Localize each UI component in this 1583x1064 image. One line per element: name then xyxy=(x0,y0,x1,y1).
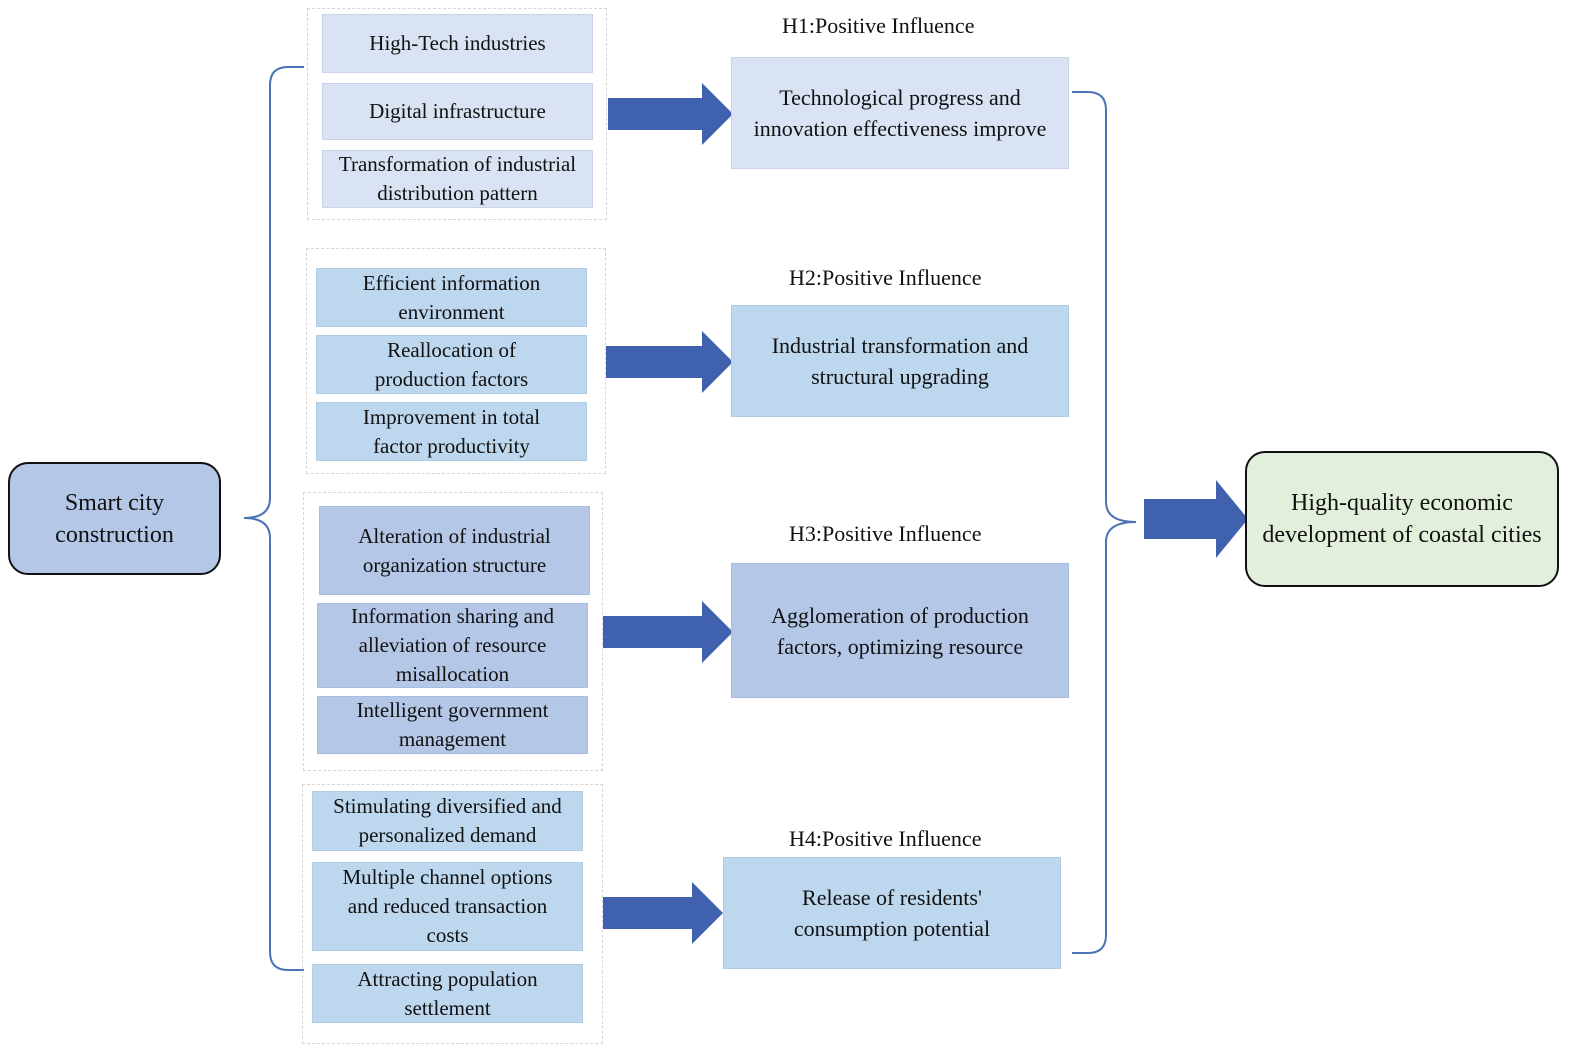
mechanism-label: Information sharing and alleviation of r… xyxy=(351,604,554,686)
mechanism-box: Reallocation of production factors xyxy=(316,335,587,394)
mechanism-label: Attracting population settlement xyxy=(357,966,538,1020)
mechanism-group-h3 xyxy=(303,492,603,771)
smart-city-construction-node: Smart city construction xyxy=(8,462,221,575)
mechanism-label: Improvement in total factor productivity xyxy=(362,404,541,458)
mechanism-label: Multiple channel options and reduced tra… xyxy=(342,865,553,947)
mechanism-label: Alteration of industrial organization st… xyxy=(358,523,551,577)
mechanism-box: Digital infrastructure xyxy=(322,83,593,140)
arrow-h3 xyxy=(603,601,733,663)
mechanism-box: Alteration of industrial organization st… xyxy=(319,506,590,595)
mechanism-box: Intelligent government management xyxy=(317,696,588,754)
mechanism-group-h4 xyxy=(302,784,603,1044)
mechanism-label: Intelligent government management xyxy=(356,698,549,751)
mechanism-box: Stimulating diversified and personalized… xyxy=(312,791,583,851)
mechanism-box: Information sharing and alleviation of r… xyxy=(317,603,588,688)
high-quality-development-node: High-quality economic development of coa… xyxy=(1245,451,1559,587)
outcome-box-h3: Agglomeration of production factors, opt… xyxy=(731,563,1069,698)
hypothesis-label-h1: H1:Positive Influence xyxy=(782,13,975,38)
arrow-final xyxy=(1144,480,1248,558)
mechanism-box: Transformation of industrial distributio… xyxy=(322,150,593,208)
mechanism-box: Improvement in total factor productivity xyxy=(316,402,587,461)
mechanism-box: Efficient information environment xyxy=(316,268,587,327)
mechanism-box: Attracting population settlement xyxy=(312,964,583,1023)
arrow-h4 xyxy=(603,882,723,944)
outcome-box-h1: Technological progress and innovation ef… xyxy=(731,57,1069,169)
outcome-label: Technological progress and innovation ef… xyxy=(753,85,1047,141)
mechanism-box: High-Tech industries xyxy=(322,14,593,73)
arrow-h2 xyxy=(606,331,733,393)
mechanism-label: High-Tech industries xyxy=(369,31,546,55)
mechanism-group-h1 xyxy=(307,8,607,220)
mechanism-label: Digital infrastructure xyxy=(369,99,546,123)
hypothesis-label-h2: H2:Positive Influence xyxy=(789,265,982,290)
hypothesis-label-h3: H3:Positive Influence xyxy=(789,521,982,546)
mechanism-label: Reallocation of production factors xyxy=(374,337,529,391)
outcome-label: Agglomeration of production factors, opt… xyxy=(771,602,1029,659)
start-label: Smart city construction xyxy=(55,489,174,548)
outcome-box-h4: Release of residents' consumption potent… xyxy=(723,857,1061,969)
arrow-h1 xyxy=(608,83,733,145)
mechanism-label: Stimulating diversified and personalized… xyxy=(333,794,562,847)
outcome-label: Industrial transformation and structural… xyxy=(771,333,1029,389)
outcome-box-h2: Industrial transformation and structural… xyxy=(731,305,1069,417)
left-brace xyxy=(243,66,304,971)
mechanism-label: Efficient information environment xyxy=(362,270,541,324)
right-brace xyxy=(1072,91,1137,954)
mechanism-label: Transformation of industrial distributio… xyxy=(338,152,577,205)
hypothesis-label-h4: H4:Positive Influence xyxy=(789,826,982,851)
end-label: High-quality economic development of coa… xyxy=(1262,490,1542,548)
mechanism-box: Multiple channel options and reduced tra… xyxy=(312,862,583,951)
outcome-label: Release of residents' consumption potent… xyxy=(793,885,991,941)
mechanism-group-h2 xyxy=(306,248,606,474)
